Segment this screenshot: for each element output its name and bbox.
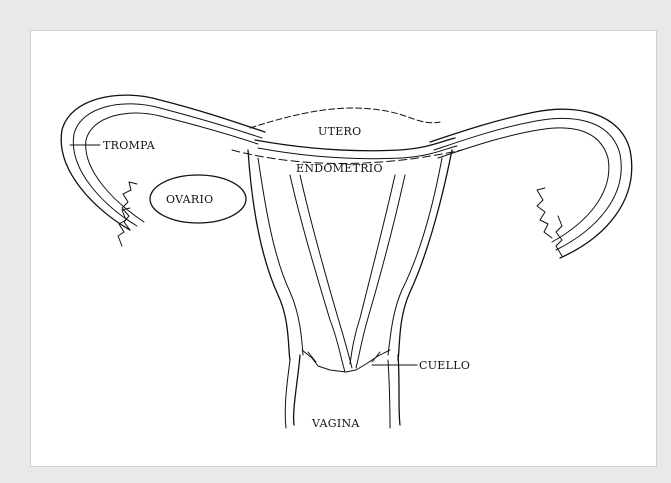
label-vagina: VAGINA xyxy=(311,417,360,430)
right-fallopian-tube xyxy=(430,109,632,258)
label-ovario: OVARIO xyxy=(166,193,213,206)
label-utero: UTERO xyxy=(318,125,361,138)
uterus-body xyxy=(232,108,462,372)
label-endometrio: ENDOMETRIO xyxy=(296,162,383,175)
label-cuello: CUELLO xyxy=(419,359,470,372)
left-fallopian-tube xyxy=(61,95,265,246)
label-trompa: TROMPA xyxy=(103,139,156,152)
